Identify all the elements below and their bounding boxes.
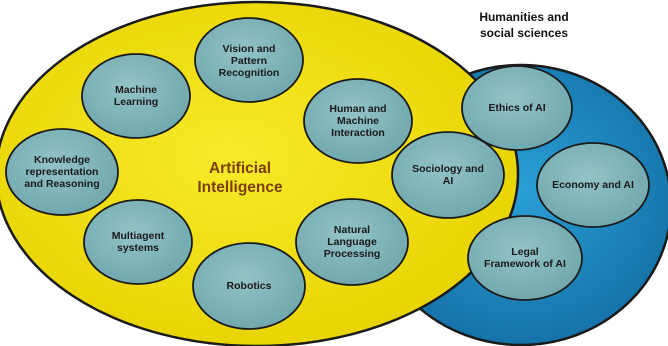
topic-legal-line: Legal bbox=[511, 246, 539, 258]
topic-legal-label: Legal Framework of AI bbox=[470, 246, 580, 270]
ai-label-line2: Intelligence bbox=[197, 178, 283, 196]
topic-nlp-line: Processing bbox=[323, 248, 381, 261]
topic-ml-label: Machine Learning bbox=[86, 84, 186, 108]
topic-vision-label: Vision and Pattern Recognition bbox=[199, 43, 299, 79]
topic-mas-line: systems bbox=[116, 242, 160, 255]
topic-vision-line: Pattern bbox=[230, 55, 268, 68]
topic-kr-line: representation bbox=[25, 166, 99, 179]
ai-label-line1: Artificial bbox=[208, 160, 271, 177]
topic-economy-line: Economy and AI bbox=[552, 179, 634, 191]
topic-robotics-line: Robotics bbox=[226, 280, 272, 292]
topic-mas-label: Multiagent systems bbox=[88, 230, 188, 254]
topic-hmi-bubble bbox=[303, 78, 413, 164]
topic-robotics-bubble bbox=[192, 242, 306, 330]
topic-economy-label: Economy and AI bbox=[541, 179, 645, 191]
topic-nlp-line: Language bbox=[327, 236, 377, 249]
humanities-set-label: Humanities and social sciences bbox=[450, 10, 598, 41]
humanities-label-line1: Humanities and bbox=[479, 10, 569, 24]
ai-set-label: Artificial Intelligence bbox=[178, 160, 302, 197]
topic-sociology-line: AI bbox=[442, 175, 454, 188]
topic-economy-bubble bbox=[536, 142, 650, 228]
topic-ethics-bubble bbox=[461, 65, 573, 151]
topic-sociology-bubble bbox=[391, 131, 505, 219]
topic-legal-line: Framework of AI bbox=[484, 258, 566, 271]
topic-sociology-line: Sociology and bbox=[412, 163, 484, 175]
topic-kr-label: Knowledge representation and Reasoning bbox=[7, 154, 117, 190]
topic-kr-line: Knowledge bbox=[33, 154, 90, 166]
topic-nlp-label: Natural Language Processing bbox=[302, 224, 402, 260]
topic-sociology-label: Sociology and AI bbox=[396, 163, 500, 187]
topic-hmi-line: Machine bbox=[336, 115, 379, 128]
topic-hmi-line: Interaction bbox=[331, 127, 385, 140]
topic-mas-bubble bbox=[83, 199, 193, 285]
topic-mas-line: Multiagent bbox=[111, 230, 165, 242]
topic-hmi-label: Human and Machine Interaction bbox=[308, 103, 408, 139]
topic-hmi-line: Human and bbox=[329, 103, 387, 115]
topic-ml-bubble bbox=[81, 53, 191, 139]
topic-vision-line: Vision and bbox=[222, 43, 276, 55]
topic-legal-bubble bbox=[467, 215, 583, 301]
humanities-label-line2: social sciences bbox=[479, 25, 569, 40]
topic-ethics-line: Ethics of AI bbox=[488, 102, 546, 114]
topic-vision-line: Recognition bbox=[218, 67, 280, 80]
topic-kr-line: and Reasoning bbox=[24, 178, 100, 191]
topic-nlp-bubble bbox=[295, 198, 409, 286]
topic-vision-bubble bbox=[194, 17, 304, 103]
topic-ml-line: Machine bbox=[114, 84, 157, 96]
topic-robotics-label: Robotics bbox=[199, 280, 299, 292]
topic-nlp-line: Natural bbox=[333, 224, 371, 236]
topic-ml-line: Learning bbox=[113, 96, 159, 109]
topic-ethics-label: Ethics of AI bbox=[467, 102, 567, 114]
topic-kr-bubble bbox=[5, 128, 119, 216]
